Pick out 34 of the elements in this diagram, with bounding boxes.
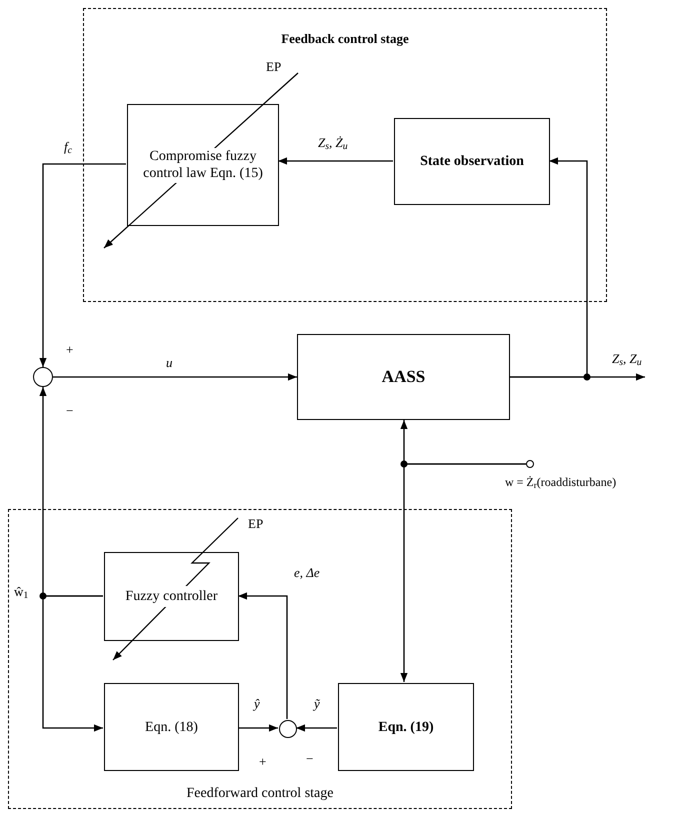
input-label: w = Ż$_{r}$(roaddisturbane): [505, 474, 616, 491]
process-block: [338, 683, 474, 771]
arrow: [238, 724, 278, 732]
summing-junction: [279, 720, 297, 738]
process-block: [394, 118, 550, 205]
block-label: Fuzzy controller: [125, 586, 218, 607]
arrow: [238, 592, 288, 719]
sign-label: −: [306, 752, 314, 765]
edge-label: ŷ: [254, 697, 260, 710]
arrow: [42, 595, 103, 732]
process-block: [104, 683, 239, 771]
process-block: [104, 552, 239, 641]
edge-label: e, Δe: [294, 566, 320, 579]
sign-label: −: [66, 404, 74, 417]
arrow: [296, 724, 337, 732]
sign-label: EP: [266, 60, 282, 73]
arrow: [400, 463, 526, 682]
edge-label: f$_{c}$: [64, 140, 72, 153]
edge-label: Z$_{s}$, Ż$_{u}$: [318, 136, 348, 149]
process-block: [127, 104, 279, 226]
edge-label: ỹ: [314, 697, 320, 710]
stage-region: [83, 8, 607, 302]
stage-region: [8, 509, 512, 809]
edge-label: Z$_{s}$, Z$_{u}$: [612, 352, 642, 365]
arrow: [510, 157, 588, 378]
arrow: [39, 163, 126, 367]
sign-label: +: [259, 755, 266, 768]
sign-label: ŵ$_{1}$: [14, 585, 28, 598]
sign-label: +: [66, 343, 74, 356]
summing-junction: [33, 367, 53, 387]
sign-label: EP: [248, 517, 264, 530]
arrow: [278, 157, 393, 165]
process-block: [297, 334, 510, 420]
arrow: [53, 373, 297, 381]
